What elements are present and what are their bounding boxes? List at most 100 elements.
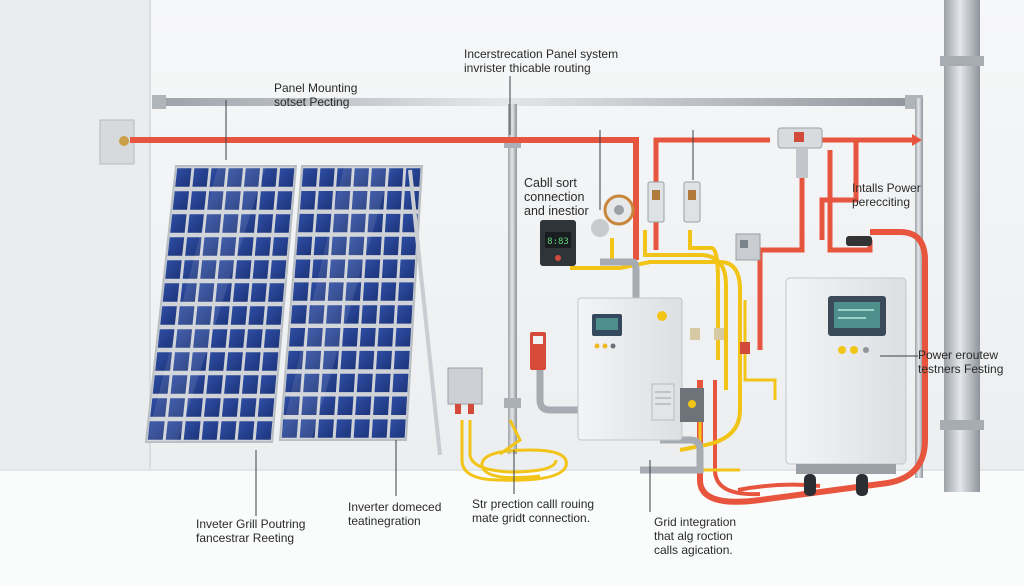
label-line: Intalls Power — [852, 181, 921, 195]
panel-cell — [374, 373, 391, 393]
label-line: Cabll sort — [524, 176, 577, 190]
panel-cell — [255, 421, 273, 440]
panel-cell — [276, 191, 293, 210]
panel-cell — [340, 350, 357, 370]
panel-cell — [185, 237, 202, 256]
panel-cell — [147, 421, 165, 440]
panel-cell — [150, 398, 168, 417]
panel-cell — [301, 168, 318, 187]
leader-lines — [225, 76, 918, 516]
breaker-icon — [447, 127, 872, 414]
panel-cell — [219, 237, 237, 256]
panel-cell — [165, 260, 182, 279]
label-line: Inverter domeced — [348, 500, 442, 514]
panel-cell — [351, 191, 368, 210]
panel-cell — [256, 214, 274, 233]
panel-cell — [399, 259, 416, 278]
panel-cell — [192, 168, 209, 187]
panel-cell — [188, 375, 206, 394]
vertical-pipe — [944, 0, 980, 492]
panel-cell — [244, 352, 261, 371]
panel-cell — [384, 213, 401, 233]
panel-cell — [219, 421, 237, 440]
connector-hub — [591, 194, 635, 237]
panel-cell — [371, 419, 388, 438]
panel-cell — [322, 350, 339, 370]
panel-cell — [353, 419, 370, 438]
panel-cell — [358, 350, 375, 370]
panel-cell — [248, 306, 265, 325]
panel-cell — [318, 168, 335, 187]
meter-readout: 8:83 — [547, 237, 569, 247]
panel-cell — [261, 352, 279, 371]
panel-cell — [168, 398, 185, 417]
panel-cell — [224, 375, 241, 394]
panel-cell — [285, 373, 302, 393]
panel-cell — [208, 352, 226, 371]
panel-cell — [367, 213, 384, 233]
panel-cell — [237, 421, 255, 440]
panel-cell — [175, 329, 193, 348]
panel-cell — [386, 191, 402, 210]
panel-cell — [335, 419, 352, 438]
panel-cell — [237, 237, 254, 256]
label-inverter-grill: Inveter Grill Poutring fancestrar Reetin… — [196, 517, 305, 545]
panel-cell — [257, 398, 275, 417]
panel-cell — [162, 283, 180, 302]
panel-cell — [224, 191, 241, 210]
panel-cell — [398, 282, 414, 301]
panel-cell — [157, 329, 175, 348]
label-line: Incerstrecation Panel system — [464, 47, 619, 61]
status-led-icon — [657, 311, 667, 321]
panel-cell — [228, 329, 246, 348]
panel-cell — [160, 306, 177, 325]
panel-cell — [355, 396, 372, 415]
panel-frame — [144, 165, 298, 443]
panel-cell — [175, 168, 192, 187]
panel-cell — [343, 305, 360, 324]
panel-cell — [206, 375, 223, 394]
panel-cell — [383, 236, 400, 256]
panel-cell — [303, 373, 320, 393]
label-line: invrister thicable routing — [464, 61, 591, 75]
panel-cell — [207, 191, 224, 210]
panel-cell — [370, 168, 387, 187]
panel-cell — [281, 419, 299, 438]
panel-cell — [301, 396, 318, 415]
top-conduit — [155, 98, 923, 106]
panel-cell — [356, 373, 373, 393]
panel-cell — [361, 305, 378, 324]
panel-cell — [329, 259, 346, 278]
panel-cell — [321, 373, 338, 393]
power-cable-main — [130, 137, 639, 260]
panel-cell — [334, 191, 351, 210]
panel-cell — [298, 213, 314, 233]
panel-cell — [274, 214, 291, 233]
panel-cell — [348, 236, 365, 256]
panel-cell — [170, 214, 187, 233]
cable-coil — [460, 419, 568, 482]
label-line: connection — [524, 190, 585, 204]
panel-cell — [315, 213, 332, 233]
panel-cell — [392, 373, 409, 393]
panel-cell — [180, 283, 197, 302]
panel-mount-leg — [408, 169, 442, 456]
panel-cell — [183, 421, 201, 440]
panel-cell — [172, 191, 190, 210]
panel-cell — [213, 306, 230, 325]
panel-cell — [336, 168, 352, 187]
label-power-overview: Power eroutew testners Festing — [918, 348, 1003, 376]
panel-cell — [197, 283, 215, 302]
panel-cell — [204, 398, 221, 417]
panel-cell — [250, 283, 267, 302]
panel-cell — [324, 328, 341, 347]
panel-cell — [350, 213, 366, 233]
label-line: Inveter Grill Poutring — [196, 517, 306, 531]
panel-cell — [338, 373, 355, 393]
label-grid-integration: Grid integration that alg roction calls … — [654, 515, 736, 557]
panel-cell — [221, 398, 239, 417]
panel-cell — [189, 191, 207, 210]
panel-cell — [326, 305, 343, 324]
label-line: sotset Pecting — [274, 95, 350, 109]
panel-cell — [241, 375, 259, 394]
